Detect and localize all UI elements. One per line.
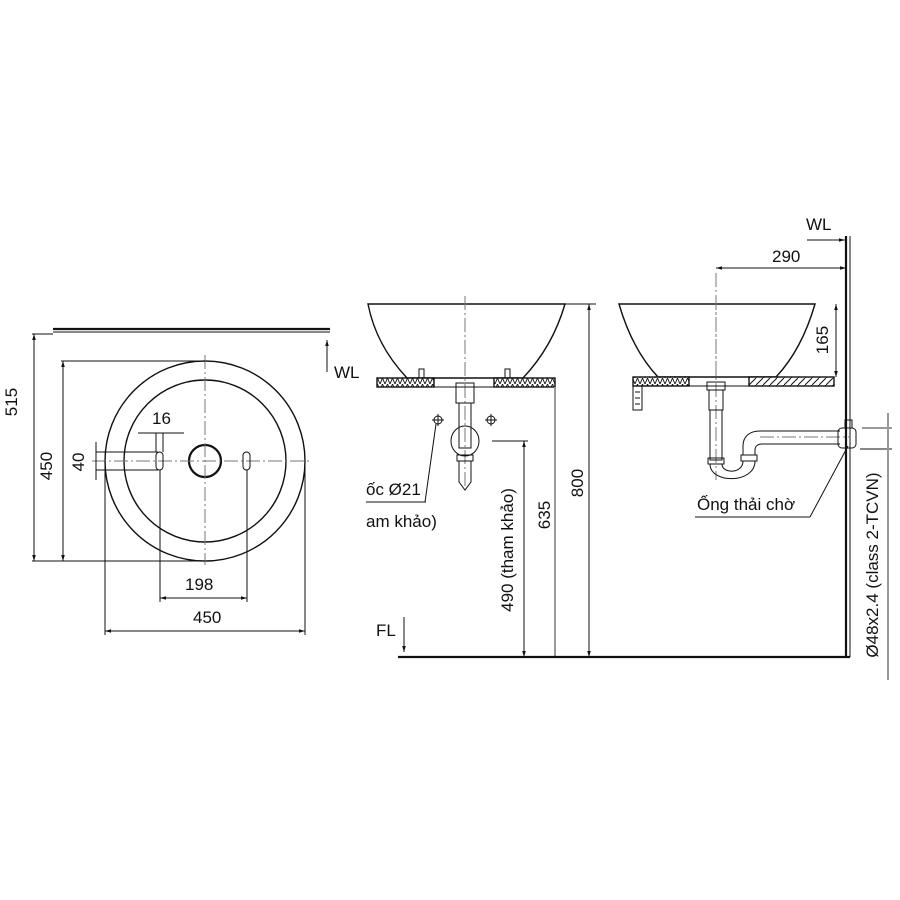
dim-450-horizontal: 450 xyxy=(193,608,221,627)
side-view: WL 290 165 xyxy=(618,215,892,680)
dim-40: 40 xyxy=(69,453,88,472)
wl-label: WL xyxy=(334,363,360,382)
plan-view: WL 515 450 40 16 198 xyxy=(2,327,360,635)
fixing-note-line2: am khảo) xyxy=(366,512,437,531)
fixing-note-line1: ốc Ø21 xyxy=(366,480,421,499)
dim-450-vertical: 450 xyxy=(37,452,56,480)
dim-198: 198 xyxy=(185,575,213,594)
dim-800: 800 xyxy=(568,469,587,497)
tail-pipe xyxy=(709,409,723,461)
pipe-spec: Ø48x2.4 (class 2-TCVN) xyxy=(863,472,882,657)
countertop-right xyxy=(493,377,556,388)
countertop-left xyxy=(376,377,435,388)
basin-bowl-side xyxy=(618,303,816,378)
p-trap xyxy=(709,460,756,480)
drain-pipe xyxy=(458,402,472,449)
dim-490: 490 (tham khảo) xyxy=(498,488,517,612)
waste-pipe-label: Ống thải chờ xyxy=(697,494,795,514)
bracket xyxy=(632,385,643,411)
dim-635: 635 xyxy=(535,501,554,529)
countertop-side-left xyxy=(632,376,690,387)
dim-165: 165 xyxy=(813,326,832,354)
dim-515: 515 xyxy=(2,388,21,416)
countertop-side-right xyxy=(748,376,835,387)
wl-label-side: WL xyxy=(806,215,832,234)
basin-bowl xyxy=(367,303,566,379)
front-view: ốc Ø21 am khảo) 490 (tham khảo) 635 800 … xyxy=(366,296,850,659)
dim-290: 290 xyxy=(772,247,800,266)
dim-16: 16 xyxy=(152,409,171,428)
fl-label: FL xyxy=(376,621,396,640)
